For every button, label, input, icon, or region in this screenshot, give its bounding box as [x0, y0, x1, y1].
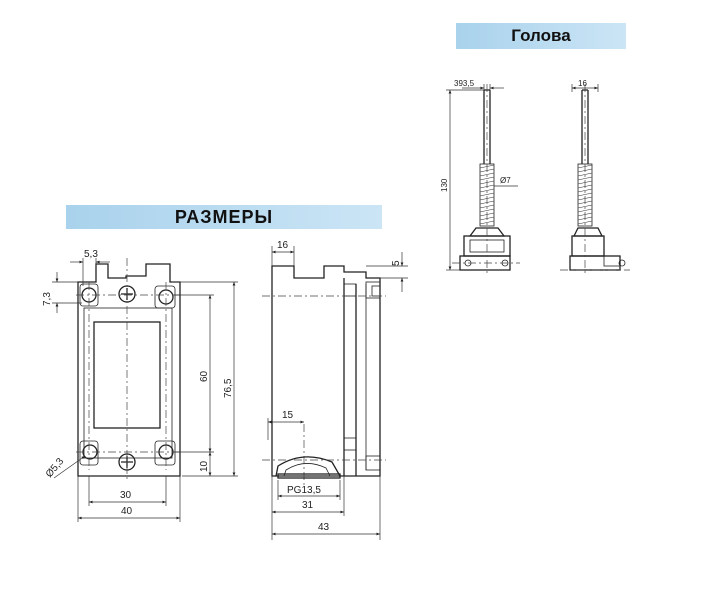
- front-body-outline: [77, 263, 181, 477]
- dim-width-inner: 30: [120, 490, 132, 501]
- cable-gland: [275, 456, 341, 477]
- head-view-side: 16: [560, 79, 630, 276]
- side-dim-thread: PG13,5: [287, 485, 321, 496]
- dim-height-total: 76,5: [223, 378, 234, 398]
- head-side-dim-top: 16: [578, 79, 587, 88]
- head-view-front: 393,5 130 Ø7: [440, 79, 520, 276]
- side-dim-right: 5: [391, 260, 402, 266]
- side-body-outline: [271, 265, 381, 477]
- dimensions-banner: РАЗМЕРЫ: [66, 205, 382, 229]
- head-dim-height: 130: [440, 178, 449, 192]
- dim-height-inner: 60: [199, 370, 210, 382]
- dim-hole-diameter: Ø5,3: [44, 456, 67, 480]
- head-dim-top: 393,5: [454, 79, 475, 88]
- head-rod: [483, 90, 491, 164]
- dim-top-hole: 5,3: [84, 249, 98, 260]
- side-view: 16 5 15 PG13,5 31 43: [262, 240, 408, 540]
- dim-left-hole: 7,3: [42, 292, 53, 306]
- dim-bottom: 10: [199, 460, 210, 472]
- dim-width-total: 40: [121, 506, 133, 517]
- front-view: 5,3 7,3 60 76,5 10 Ø5,3 30 40: [42, 249, 238, 522]
- head-dim-diameter: Ø7: [500, 176, 511, 185]
- side-dim-width-inner: 31: [302, 500, 314, 511]
- front-inner-frame: [83, 307, 173, 459]
- side-dim-width-total: 43: [318, 522, 330, 533]
- side-dim-mid: 15: [282, 410, 294, 421]
- side-dim-top: 16: [277, 240, 289, 251]
- head-banner: Голова: [456, 23, 626, 49]
